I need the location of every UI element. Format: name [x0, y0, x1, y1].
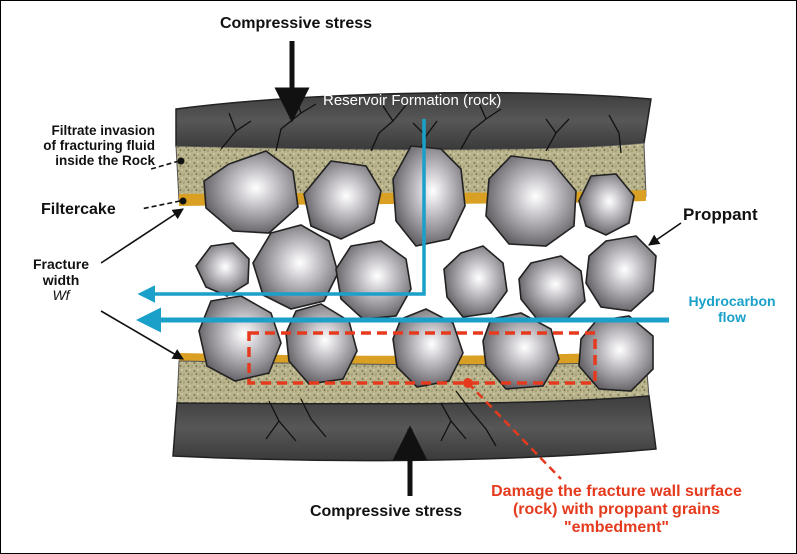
compressive-stress-top-label: Compressive stress: [219, 15, 373, 32]
proppant-grains: [195, 145, 657, 392]
damage-label-line: Damage the fracture wall surface: [491, 483, 742, 500]
proppant-grain: [392, 308, 464, 388]
proppant-grain: [303, 160, 382, 240]
filtrate-label-line: Filtrate invasion: [51, 123, 155, 138]
reservoir-formation-label: Reservoir Formation (rock): [323, 92, 502, 109]
filtrate-label-line: inside the Rock: [55, 153, 155, 169]
filtercake-leader-line: [140, 200, 181, 210]
filtrate-invasion-label: Filtrate invasion of fracturing fluid in…: [7, 123, 155, 168]
proppant-grain: [195, 242, 250, 297]
embedment-damage-box: [247, 331, 597, 385]
bottom-rock-cracks: [265, 390, 497, 447]
hydrocarbon-label-line: flow: [718, 308, 746, 325]
compressive-stress-bottom-label: Compressive stress: [309, 503, 463, 520]
proppant-grain: [585, 235, 657, 312]
proppant-leader-arrow: [648, 222, 682, 246]
proppant-grain: [335, 240, 412, 320]
proppant-grain: [392, 145, 466, 247]
bottom-rock-layer: [172, 395, 657, 462]
fracture-width-label: Fracture width Wf: [21, 256, 101, 304]
filtrate-marker-dot: [177, 157, 185, 165]
damage-label-line: (rock) with proppant grains: [512, 500, 721, 518]
hydrocarbon-flow-label: Hydrocarbon flow: [673, 293, 791, 325]
proppant-grain: [443, 245, 508, 318]
fracture-label-line: width: [42, 271, 80, 288]
filtrate-label-line: of fracturing fluid: [43, 138, 155, 154]
proppant-grain: [485, 155, 577, 247]
proppant-grain: [578, 173, 635, 236]
fracture-label-line: Fracture: [32, 256, 90, 272]
hydrocarbon-label-line: Hydrocarbon: [688, 293, 776, 309]
proppant-label: Proppant: [683, 205, 758, 224]
proppant-grain: [518, 255, 586, 320]
fracture-width-symbol: Wf: [52, 287, 70, 304]
fracture-width-arrow-up: [100, 208, 184, 264]
embedment-damage-label: Damage the fracture wall surface (rock) …: [449, 483, 784, 537]
proppant-grain: [203, 150, 299, 234]
damage-label-line: "embedment": [564, 518, 669, 536]
damage-leader-line: [467, 382, 562, 480]
proppant-grain: [578, 315, 654, 392]
filtrate-leader-line: [150, 160, 180, 170]
proppant-grain: [252, 224, 339, 310]
proppant-grain: [285, 303, 358, 385]
filtercake-label: Filtercake: [41, 201, 116, 218]
proppant-grain: [198, 295, 282, 382]
reservoir-flow-arrow: [137, 119, 426, 303]
filtercake-marker-dot: [179, 197, 187, 205]
fracture-width-arrow-down: [100, 310, 184, 360]
